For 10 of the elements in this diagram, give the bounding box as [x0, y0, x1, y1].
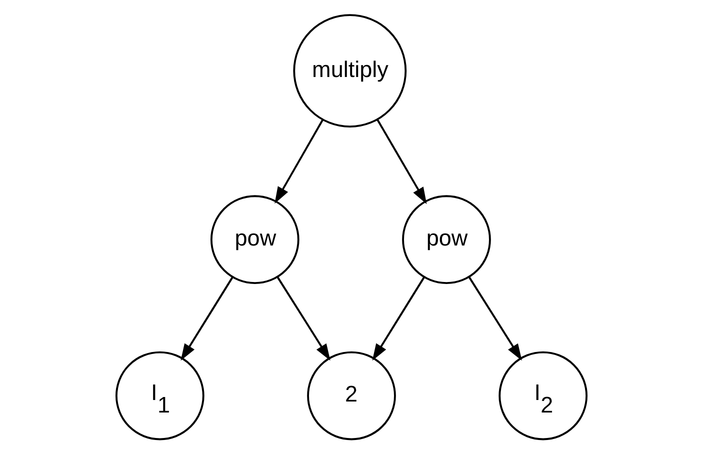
node-circle: multiply [292, 14, 406, 128]
arrow [274, 119, 323, 204]
arrow [468, 276, 522, 361]
arrow [376, 119, 426, 204]
arrow [180, 276, 233, 361]
node-circle: pow [210, 195, 299, 284]
arrow [372, 276, 424, 361]
node-circle: pow [402, 195, 490, 284]
node-circle: 2 [306, 351, 396, 440]
arrow [276, 276, 330, 361]
